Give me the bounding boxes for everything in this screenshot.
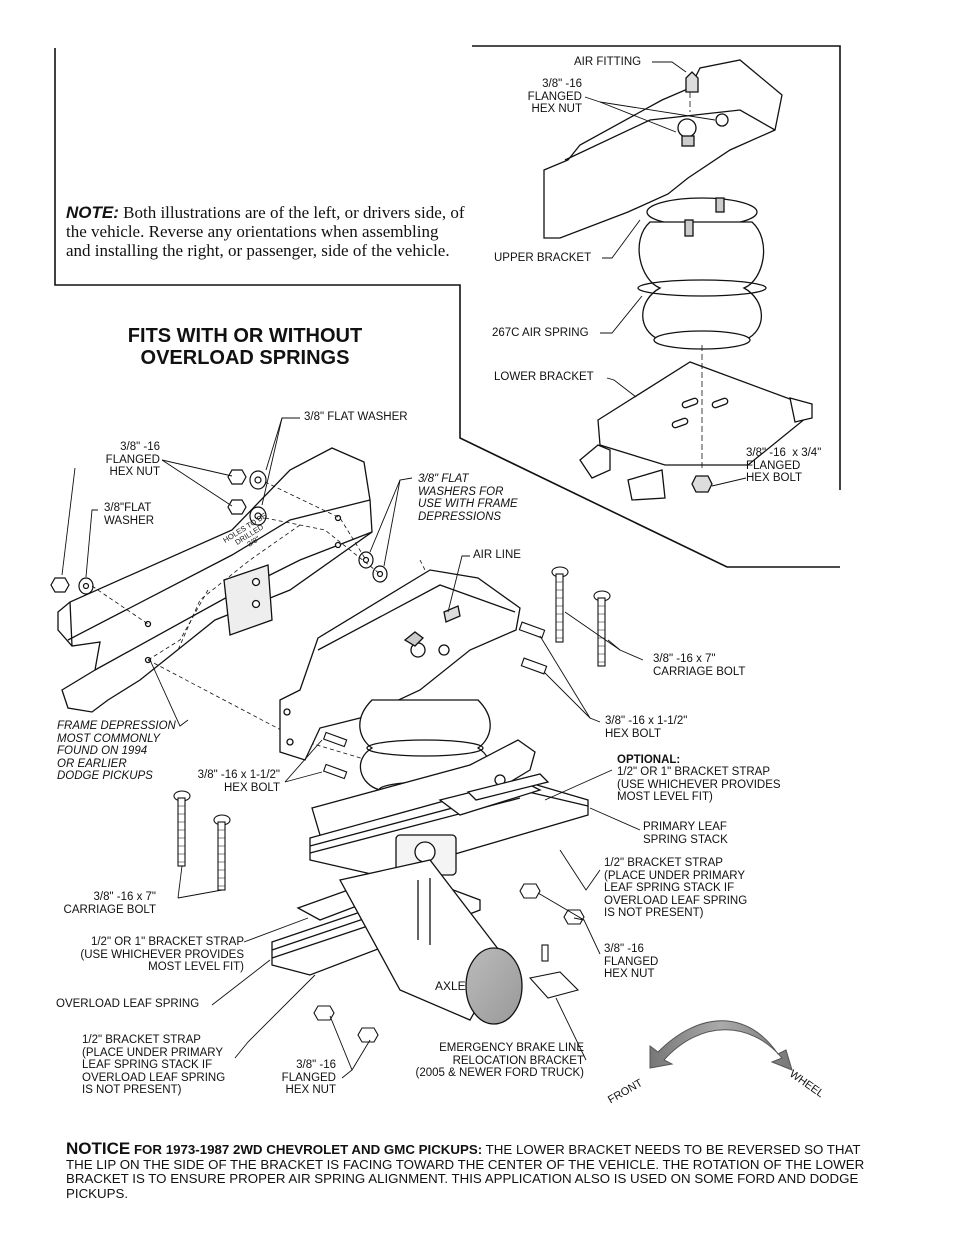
carriage-bolts xyxy=(173,566,611,891)
notice-word: NOTICE xyxy=(66,1139,131,1158)
label-flat-washer-left: 3/8"FLAT WASHER xyxy=(104,502,155,527)
notice-block: NOTICE FOR 1973-1987 2WD CHEVROLET AND G… xyxy=(66,1139,886,1201)
label-air-spring: 267C AIR SPRING xyxy=(492,327,589,339)
label-bracket-strap-left: 1/2" OR 1" BRACKET STRAP (USE WHICHEVER … xyxy=(80,936,244,973)
inset-assembly xyxy=(543,59,813,501)
note-heading: NOTE: xyxy=(66,203,119,222)
label-primary-leaf: PRIMARY LEAF SPRING STACK xyxy=(643,821,728,846)
label-flanged-nut-left: 3/8" -16 FLANGED HEX NUT xyxy=(105,441,160,478)
label-frame-depression: FRAME DEPRESSION MOST COMMONLY FOUND ON … xyxy=(57,720,176,782)
label-air-fitting: AIR FITTING xyxy=(574,56,642,68)
label-bracket-strap-right: 1/2" BRACKET STRAP (PLACE UNDER PRIMARY … xyxy=(604,857,748,919)
label-flanged-nut-right: 3/8" -16 FLANGED HEX NUT xyxy=(604,943,659,980)
label-carriage-bolt-left: 3/8" -16 x 7" CARRIAGE BOLT xyxy=(63,891,156,916)
label-carriage-bolt-right: 3/8" -16 x 7" CARRIAGE BOLT xyxy=(653,653,746,678)
fits-title-line-1: FITS WITH OR WITHOUT xyxy=(127,325,363,347)
label-brake-bracket: EMERGENCY BRAKE LINE RELOCATION BRACKET … xyxy=(415,1042,584,1079)
frame-outline xyxy=(54,48,840,568)
label-lower-bracket: LOWER BRACKET xyxy=(494,371,594,383)
label-hex-bolt-left: 3/8" -16 x 1-1/2" HEX BOLT xyxy=(197,769,280,794)
leader-lines xyxy=(61,417,644,1079)
notice-text: THE LOWER BRACKET NEEDS TO BE REVERSED S… xyxy=(66,1142,865,1201)
label-frame-washers: 3/8" FLAT WASHERS FOR USE WITH FRAME DEP… xyxy=(418,473,518,523)
label-flat-washer-top: 3/8" FLAT WASHER xyxy=(304,411,408,423)
hex-bolts-nuts xyxy=(313,621,585,1043)
fits-title-line-2: OVERLOAD SPRINGS xyxy=(140,347,350,369)
inset-border xyxy=(472,45,841,490)
notice-heading: FOR 1973-1987 2WD CHEVROLET AND GMC PICK… xyxy=(133,1142,483,1157)
label-inset-flanged-bolt: 3/8" -16 x 3/4" FLANGED HEX BOLT xyxy=(746,447,822,484)
fits-title: FITS WITH OR WITHOUT OVERLOAD SPRINGS xyxy=(90,325,400,369)
note-box: NOTE: Both illustrations are of the left… xyxy=(66,203,466,260)
frame-rail xyxy=(57,447,373,713)
note-text: Both illustrations are of the left, or d… xyxy=(66,203,465,260)
label-overload-leaf: OVERLOAD LEAF SPRING xyxy=(56,998,200,1010)
axle xyxy=(339,859,523,1025)
label-flanged-nut-bottom: 3/8" -16 FLANGED HEX NUT xyxy=(281,1059,336,1096)
label-bracket-strap-bottom: 1/2" BRACKET STRAP (PLACE UNDER PRIMARY … xyxy=(82,1034,226,1096)
direction-arrow xyxy=(649,1020,793,1071)
label-inset-flanged-nut: 3/8" -16 FLANGED HEX NUT xyxy=(527,78,582,115)
label-optional-heading: OPTIONAL: xyxy=(617,754,681,766)
frame-hardware xyxy=(50,469,388,595)
label-upper-bracket: UPPER BRACKET xyxy=(494,252,592,264)
label-optional-text: 1/2" OR 1" BRACKET STRAP (USE WHICHEVER … xyxy=(617,766,781,803)
upper-bracket-inset xyxy=(543,59,783,239)
label-axle: AXLE xyxy=(435,979,466,993)
label-hex-bolt-right: 3/8" -16 x 1-1/2" HEX BOLT xyxy=(605,715,688,740)
label-air-line: AIR LINE xyxy=(473,549,521,561)
upper-bracket-main xyxy=(279,569,521,761)
